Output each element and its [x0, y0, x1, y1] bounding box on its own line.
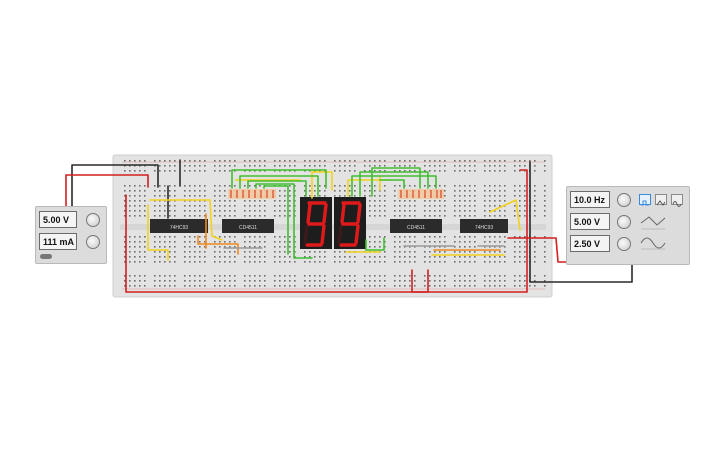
triangle-wave-icon — [656, 200, 666, 206]
seven-segment-right-digit — [337, 201, 362, 247]
square-wave-icon — [641, 200, 649, 206]
ic-right-counter[interactable]: 74HC93 — [460, 219, 508, 233]
segment-e — [337, 224, 343, 245]
ic-right-counter-label: 74HC93 — [475, 225, 494, 231]
segment-c — [320, 224, 326, 245]
ic-left-decoder-label: CD4511 — [239, 225, 257, 231]
offset-knob[interactable] — [617, 237, 631, 251]
ic-left-counter[interactable]: 74HC93 — [150, 219, 208, 233]
amplitude-value: 5.00 V — [574, 216, 601, 227]
function-generator[interactable]: 10.0 Hz 5.00 V 2.50 V — [566, 186, 690, 265]
offset-display: 2.50 V — [570, 235, 610, 252]
seven-segment-left-digit — [303, 201, 328, 247]
ic-right-decoder-label: CD4511 — [407, 225, 425, 231]
seven-segment-left[interactable] — [300, 197, 332, 249]
resistor-bank-right[interactable] — [398, 189, 444, 199]
ic-left-counter-label: 74HC93 — [170, 225, 189, 231]
power-supply-voltage: 5.00 V — [43, 214, 70, 225]
frequency-knob[interactable] — [617, 193, 631, 207]
square-wave-button[interactable] — [639, 194, 651, 206]
resistor-bank-left[interactable] — [228, 189, 276, 199]
current-knob[interactable] — [86, 235, 100, 249]
sine-wave-icon — [672, 201, 682, 207]
amplitude-knob[interactable] — [617, 215, 631, 229]
segment-b — [356, 203, 362, 224]
power-supply-current: 111 mA — [43, 236, 75, 247]
segment-b — [322, 203, 328, 224]
ic-left-decoder[interactable]: CD4511 — [222, 219, 274, 233]
seven-segment-right[interactable] — [334, 197, 366, 249]
segment-f — [306, 203, 312, 224]
power-supply-current-display: 111 mA — [39, 233, 77, 250]
power-supply[interactable]: 5.00 V 111 mA — [35, 206, 107, 264]
segment-f — [340, 203, 346, 224]
ic-right-decoder[interactable]: CD4511 — [390, 219, 442, 233]
power-supply-voltage-display: 5.00 V — [39, 211, 77, 228]
voltage-knob[interactable] — [86, 213, 100, 227]
offset-value: 2.50 V — [574, 238, 601, 249]
waveform-graphics — [640, 216, 666, 250]
frequency-value: 10.0 Hz — [574, 194, 606, 205]
sine-wave-button[interactable] — [671, 194, 683, 207]
amplitude-display: 5.00 V — [570, 213, 610, 230]
frequency-display: 10.0 Hz — [570, 191, 610, 208]
power-toggle[interactable] — [40, 254, 52, 259]
segment-c — [354, 224, 360, 245]
triangle-wave-button[interactable] — [655, 194, 667, 206]
segment-e — [303, 224, 309, 245]
